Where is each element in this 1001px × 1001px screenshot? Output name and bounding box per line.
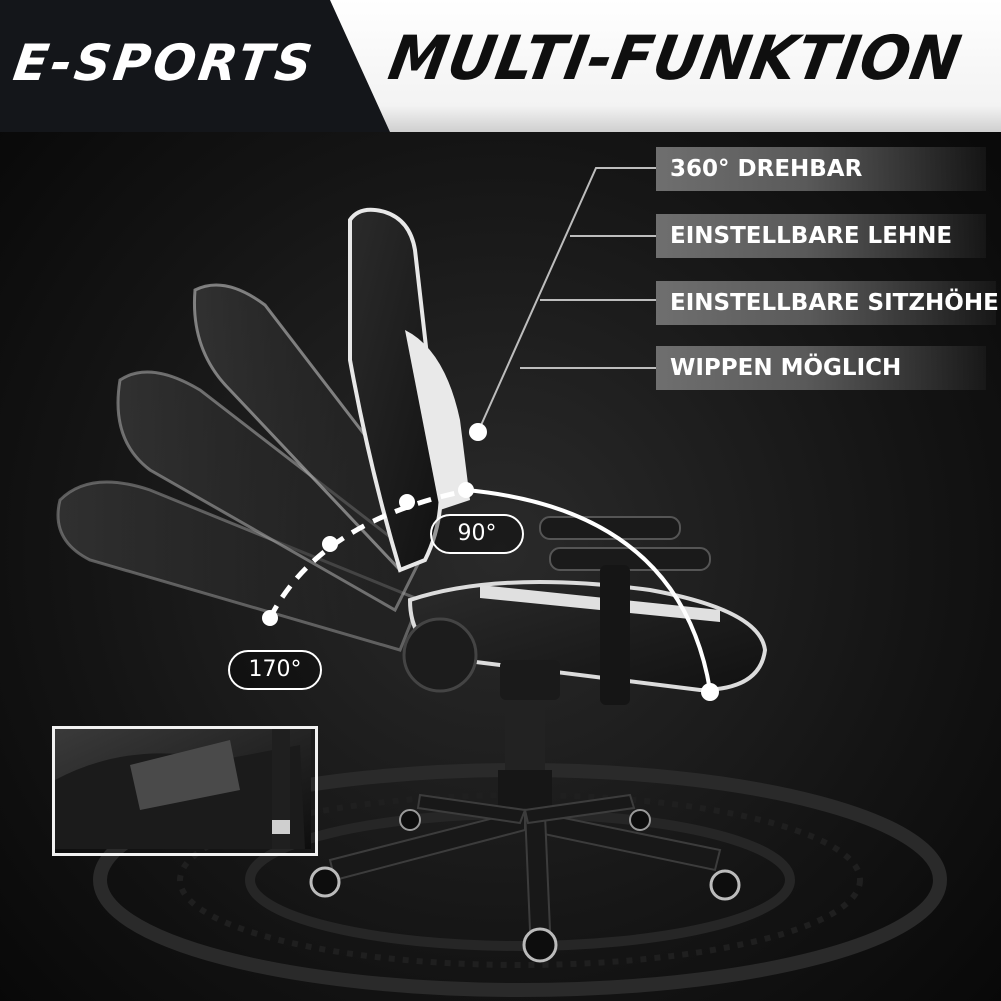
feature-label-backrest: EINSTELLBARE LEHNE [656, 214, 986, 258]
reclined-backrest-ghost-2 [116, 370, 422, 613]
feature-label-rotation: 360° DREHBAR [656, 147, 986, 191]
feature-label-seat-height: EINSTELLBARE SITZHÖHE [656, 281, 999, 325]
dot-marker [262, 610, 278, 626]
inset-detail-graphic [55, 729, 311, 849]
angle-badge-upright: 90° [430, 514, 524, 554]
reclined-backrest-ghost-3 [192, 283, 432, 573]
dot-marker [322, 536, 338, 552]
brand-title: E-SPORTS [9, 34, 319, 92]
inset-detail-frame [52, 726, 318, 856]
angle-badge-reclined: 170° [228, 650, 322, 690]
recline-arc [267, 487, 471, 620]
office-chair-illustration [309, 207, 768, 963]
page-headline: MULTI-FUNKTION [383, 22, 967, 94]
feature-label-rocking: WIPPEN MÖGLICH [656, 346, 986, 390]
dot-marker [399, 494, 415, 510]
dot-marker [701, 683, 719, 701]
rocking-arc [465, 488, 712, 691]
callout-lines [477, 167, 656, 433]
brand-banner [0, 0, 390, 132]
dot-marker [469, 423, 487, 441]
